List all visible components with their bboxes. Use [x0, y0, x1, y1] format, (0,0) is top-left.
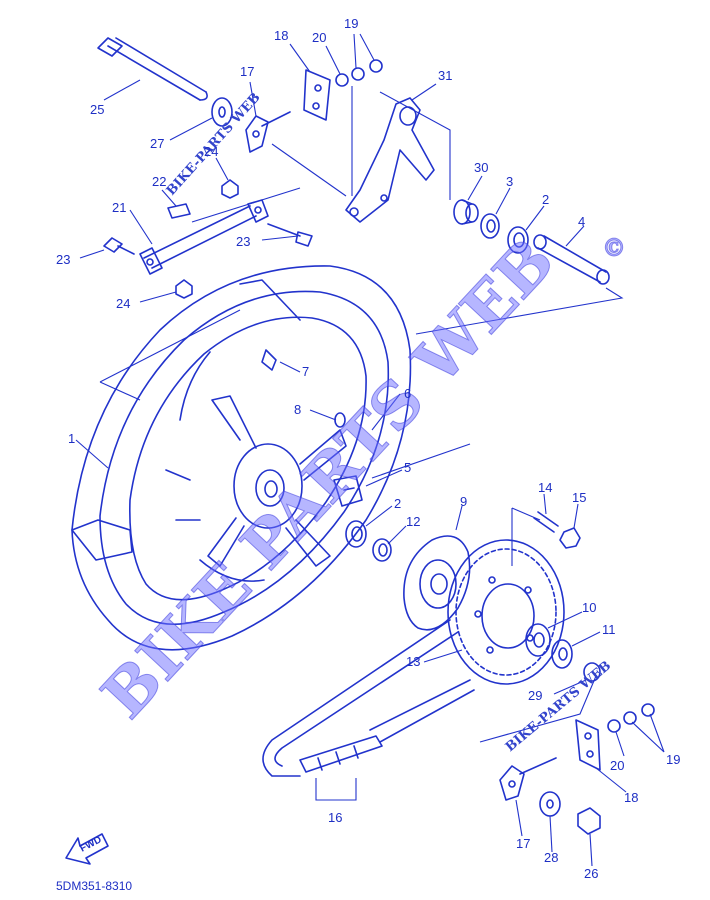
- diagram-part-code: 5DM351-8310: [56, 879, 132, 893]
- callout-12: 12: [406, 514, 420, 529]
- collar-30: [453, 199, 479, 225]
- chain-adjuster-17-top: [245, 111, 291, 153]
- callout-3: 3: [506, 174, 513, 189]
- callout-30: 30: [474, 160, 488, 175]
- stud-14: [533, 511, 559, 533]
- callout-22: 22: [152, 174, 166, 189]
- callout-17: 17: [516, 836, 530, 851]
- collar-12: [372, 538, 392, 562]
- callout-2: 2: [542, 192, 549, 207]
- callout-24: 24: [116, 296, 130, 311]
- callout-15: 15: [572, 490, 586, 505]
- nuts-washers-top: [335, 59, 383, 87]
- callout-14: 14: [538, 480, 552, 495]
- callout-8: 8: [294, 402, 301, 417]
- valve-7: [261, 349, 277, 371]
- rear-wheel-1: [71, 265, 412, 651]
- washer-29: [583, 662, 601, 682]
- plate-18-top: [303, 69, 331, 121]
- nut-26: [577, 807, 601, 835]
- callout-29: 29: [528, 688, 542, 703]
- nuts-24: [175, 179, 239, 299]
- washer-28: [539, 791, 561, 817]
- callout-2: 2: [394, 496, 401, 511]
- bearing-2-top: [507, 226, 529, 254]
- callout-20: 20: [312, 30, 326, 45]
- callout-24: 24: [204, 144, 218, 159]
- callout-25: 25: [90, 102, 104, 117]
- drive-chain-16: [262, 619, 475, 777]
- nuts-washers-lower: [607, 703, 655, 733]
- callout-9: 9: [460, 494, 467, 509]
- collar-10: [525, 623, 551, 657]
- callout-numbers: 1 2 2 3 4 5 6 7 8 9 10 11 12 13 14 15 16…: [56, 16, 680, 881]
- callout-27: 27: [150, 136, 164, 151]
- seal-11: [551, 639, 573, 669]
- callout-21: 21: [112, 200, 126, 215]
- wheel-hub: [207, 395, 347, 567]
- callout-17: 17: [240, 64, 254, 79]
- bearing-2-lower: [345, 520, 367, 548]
- damper-5: [333, 475, 363, 507]
- plate-18-lower: [575, 719, 601, 771]
- callout-7: 7: [302, 364, 309, 379]
- callout-1: 1: [68, 431, 75, 446]
- forward-label: FWD: [78, 834, 103, 854]
- callout-18: 18: [274, 28, 288, 43]
- sprocket-13: [447, 539, 565, 685]
- callout-19: 19: [344, 16, 358, 31]
- callout-28: 28: [544, 850, 558, 865]
- pin-22: [167, 203, 191, 219]
- caliper-bracket-31: [345, 97, 435, 223]
- bolts-23: [103, 223, 313, 255]
- chain-adjuster-17-lower: [499, 757, 557, 801]
- watermark-large: BIKE PARTS WEB: [88, 224, 569, 732]
- callout-26: 26: [584, 866, 598, 881]
- watermark-small-lower: BIKE-PARTS WEB: [503, 658, 614, 755]
- callout-31: 31: [438, 68, 452, 83]
- torque-rod-21: [139, 199, 269, 275]
- washer-27: [211, 97, 233, 127]
- callout-6: 6: [404, 386, 411, 401]
- forward-arrow: FWD: [65, 833, 109, 865]
- watermark-copyright: ©: [602, 233, 626, 262]
- assembly-lines: [99, 86, 624, 743]
- callout-13: 13: [406, 654, 420, 669]
- callout-19: 19: [666, 752, 680, 767]
- callout-11: 11: [602, 622, 616, 637]
- leader-lines: [75, 33, 665, 867]
- callout-23: 23: [236, 234, 250, 249]
- axle-25: [97, 37, 208, 101]
- sprocket-hub-9: [403, 535, 471, 631]
- nut-15: [559, 527, 581, 549]
- callout-4: 4: [578, 214, 585, 229]
- watermark: BIKE PARTS WEB © BIKE-PARTS WEB BIKE-PAR…: [87, 90, 626, 755]
- callout-23: 23: [56, 252, 70, 267]
- callout-16: 16: [328, 810, 342, 825]
- seal-3: [480, 213, 500, 239]
- callout-18: 18: [624, 790, 638, 805]
- callout-10: 10: [582, 600, 596, 615]
- spacer-4: [533, 234, 610, 285]
- callout-5: 5: [404, 460, 411, 475]
- callout-20: 20: [610, 758, 624, 773]
